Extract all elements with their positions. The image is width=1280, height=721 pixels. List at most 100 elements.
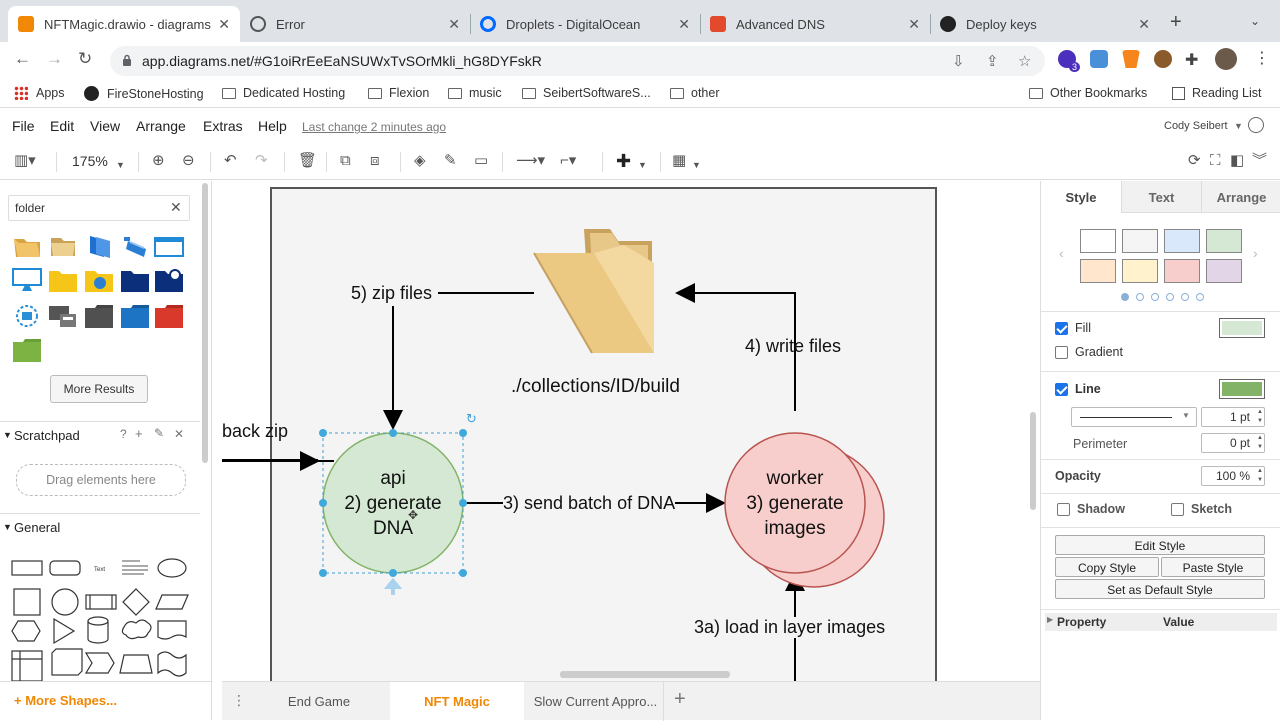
bookmark-other[interactable]: other [670, 86, 720, 100]
general-shapes-grid[interactable]: Text [8, 553, 198, 683]
back-icon[interactable]: ← [14, 49, 31, 68]
diagram-canvas[interactable]: ↻ ✥ api 2) generate DNA worker 3) genera… [222, 181, 1040, 681]
server-folder-shape-icon[interactable] [48, 303, 78, 329]
avatar[interactable] [1215, 48, 1237, 70]
browser-tab-dns[interactable]: Advanced DNS ✕ [700, 6, 930, 42]
fill-checkbox[interactable] [1055, 321, 1068, 335]
extension-icon[interactable] [1154, 50, 1172, 68]
close-tab-icon[interactable]: ✕ [448, 15, 460, 32]
share-icon[interactable]: ⇪ [986, 53, 999, 70]
zoom-select[interactable]: 175% [72, 153, 108, 169]
close-icon[interactable]: ✕ [174, 427, 185, 441]
red-folder-shape-icon[interactable] [154, 303, 184, 329]
close-tab-icon[interactable]: ✕ [1138, 15, 1150, 32]
swatch-page-dot[interactable] [1121, 293, 1129, 301]
tab-text[interactable]: Text [1121, 181, 1201, 213]
spinner-icon[interactable]: ▲▼ [1257, 409, 1263, 424]
build-folder-icon[interactable] [532, 225, 672, 365]
other-bookmarks[interactable]: Other Bookmarks [1029, 86, 1147, 100]
set-default-style-button[interactable]: Set as Default Style [1055, 579, 1265, 599]
sketch-row[interactable]: Sketch [1171, 502, 1232, 516]
omnibox[interactable]: app.diagrams.net/#G1oiRrEeEaNSUWxTvSOrMk… [110, 46, 1045, 76]
shape-search-input[interactable] [8, 195, 190, 221]
monitor-shape-icon[interactable] [12, 267, 42, 293]
scratchpad-drop-zone[interactable]: Drag elements here [16, 464, 186, 496]
menu-help[interactable]: Help [258, 118, 287, 134]
close-tab-icon[interactable]: ✕ [218, 15, 230, 32]
last-change-link[interactable]: Last change 2 minutes ago [302, 120, 447, 134]
kebab-menu-icon[interactable]: ⋮ [1254, 50, 1270, 67]
scratchpad-header[interactable]: ▼ Scratchpad [0, 421, 200, 447]
write-files-label[interactable]: 4) write files [745, 336, 842, 356]
page-tab-slow-current[interactable]: Slow Current Appro... [528, 682, 664, 721]
style-swatch[interactable] [1122, 259, 1158, 283]
canvas-vertical-scrollbar[interactable] [1030, 412, 1036, 510]
line-pattern-select[interactable]: ▼ [1071, 407, 1197, 427]
format-panel-icon[interactable]: ◧ [1230, 152, 1245, 169]
style-swatch[interactable] [1206, 259, 1242, 283]
opacity-input[interactable]: 100 %▲▼ [1201, 466, 1265, 486]
tab-arrange[interactable]: Arrange [1201, 181, 1280, 213]
line-width-input[interactable]: 1 pt▲▼ [1201, 407, 1265, 427]
fullscreen-icon[interactable]: ⛶ [1210, 152, 1221, 169]
green-folder-shape-icon[interactable] [12, 337, 42, 363]
chevron-left-icon[interactable]: ‹ [1059, 245, 1064, 261]
browser-tab-digitalocean[interactable]: Droplets - DigitalOcean ✕ [470, 6, 700, 42]
chevron-down-icon[interactable]: ▼ [1234, 121, 1243, 131]
close-tab-icon[interactable]: ✕ [678, 15, 690, 32]
navy-folder-shape-icon[interactable] [120, 267, 150, 293]
style-swatch[interactable] [1164, 259, 1200, 283]
dark-folder-shape-icon[interactable] [84, 303, 114, 329]
zip-files-label[interactable]: 5) zip files [351, 283, 433, 303]
paste-style-button[interactable]: Paste Style [1161, 557, 1265, 577]
url-text[interactable]: app.diagrams.net/#G1oiRrEeEaNSUWxTvSOrMk… [142, 53, 542, 69]
insert-icon[interactable]: ✚ [616, 151, 632, 171]
shared-folder-shape-icon[interactable] [154, 267, 184, 293]
tab-search-icon[interactable]: ⌄ [1250, 14, 1261, 28]
send-batch-label[interactable]: 3) send batch of DNA [503, 493, 676, 514]
undo-icon[interactable]: ↶ [224, 152, 237, 169]
extension-icon[interactable] [1090, 50, 1108, 68]
line-row[interactable]: Line [1055, 382, 1101, 396]
reading-list[interactable]: Reading List [1172, 86, 1262, 100]
spinner-icon[interactable]: ▲▼ [1257, 468, 1263, 483]
bookmark-apps[interactable]: Apps [14, 86, 65, 100]
fill-color-icon[interactable]: ◈ [414, 152, 426, 169]
menu-arrange[interactable]: Arrange [136, 118, 186, 134]
delete-icon[interactable]: 🗑 [298, 152, 318, 169]
help-icon[interactable]: ? [120, 427, 127, 441]
zoom-in-icon[interactable]: ⊕ [152, 152, 165, 169]
copy-style-button[interactable]: Copy Style [1055, 557, 1159, 577]
waypoints-icon[interactable]: ⌐▾ [560, 152, 577, 169]
close-tab-icon[interactable]: ✕ [908, 15, 920, 32]
menu-file[interactable]: File [12, 118, 35, 134]
chevron-right-icon[interactable]: › [1253, 245, 1258, 261]
bookmark-star-icon[interactable]: ☆ [1018, 53, 1032, 70]
add-page-icon[interactable]: + [674, 688, 686, 710]
network-folder-shape-icon[interactable] [84, 267, 114, 293]
worker-node[interactable] [722, 429, 892, 599]
caret-right-icon[interactable]: ▶ [1047, 615, 1054, 624]
sidebar-toggle-icon[interactable]: ▥▾ [14, 152, 36, 169]
bookmark-firestonehosting[interactable]: FireStoneHosting [84, 86, 204, 101]
to-front-icon[interactable]: ⧉ [340, 152, 351, 169]
gear-folder-shape-icon[interactable] [12, 303, 42, 329]
open-folder-shape-icon[interactable] [48, 233, 78, 259]
menu-edit[interactable]: Edit [50, 118, 75, 134]
style-swatch[interactable] [1164, 229, 1200, 253]
swatch-page-dot[interactable] [1151, 293, 1159, 301]
shadow-icon[interactable]: ▭ [474, 152, 489, 169]
sync-icon[interactable]: ⟳ [1188, 152, 1201, 169]
zoom-out-icon[interactable]: ⊖ [182, 152, 195, 169]
user-name[interactable]: Cody Seibert [1164, 120, 1228, 132]
folder-shape-icon[interactable] [12, 233, 42, 259]
style-swatch[interactable] [1080, 229, 1116, 253]
edit-icon[interactable]: ✎ [154, 426, 165, 440]
style-swatch[interactable] [1206, 229, 1242, 253]
browser-tab-deploy-keys[interactable]: Deploy keys ✕ [930, 6, 1160, 42]
clear-search-icon[interactable]: ✕ [170, 199, 182, 215]
line-checkbox[interactable] [1055, 382, 1068, 396]
style-swatch[interactable] [1080, 259, 1116, 283]
more-results-button[interactable]: More Results [50, 375, 148, 403]
bookmark-dedicated-hosting[interactable]: Dedicated Hosting [222, 86, 345, 100]
